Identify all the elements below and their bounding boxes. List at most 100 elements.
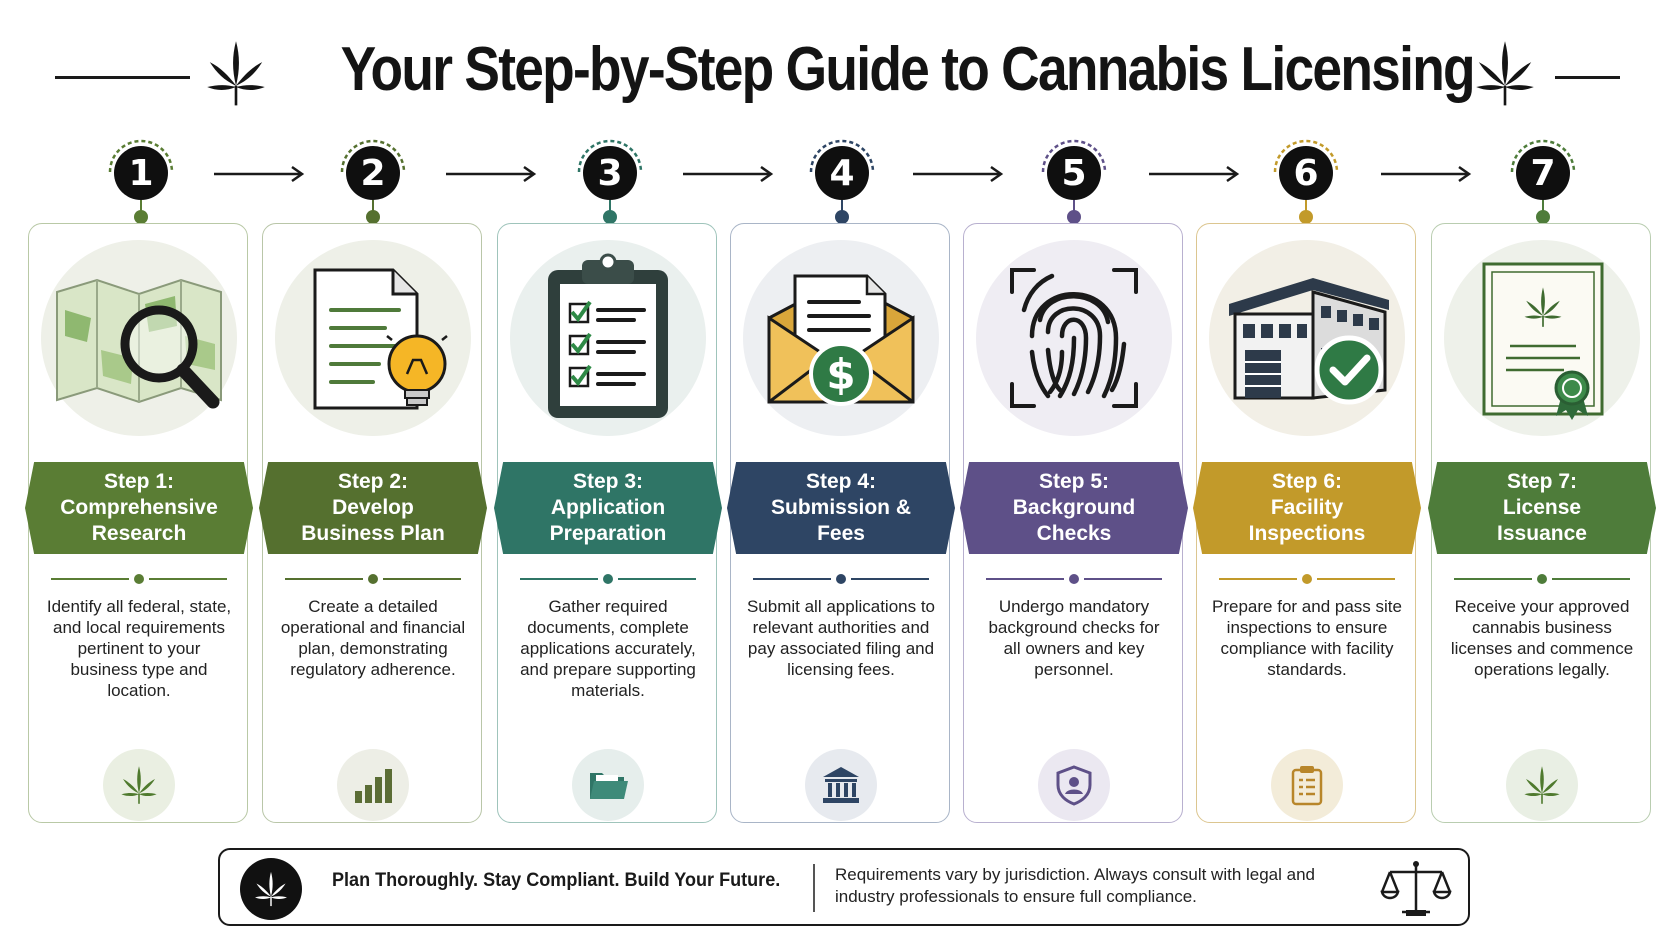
connector-dot [835, 210, 849, 224]
divider [986, 573, 1162, 585]
step-banner-title: Submission & [770, 496, 912, 519]
connector-dot [1067, 210, 1081, 224]
progress-arc-3 [577, 139, 643, 173]
title-rule-left [55, 76, 190, 79]
government-building-icon [805, 749, 877, 821]
step-banner-title: Business Plan [301, 522, 445, 545]
divider [1219, 573, 1395, 585]
cannabis-leaf-icon [207, 41, 265, 106]
progress-arc-4 [809, 139, 875, 173]
connector-dot [1299, 210, 1313, 224]
arrow-right-icon [1149, 165, 1240, 183]
step-card-3: Step 3: Application Preparation Gather r… [494, 223, 722, 823]
step-number-2: 2 [346, 146, 400, 200]
step-card-5: Step 5: Background Checks Undergo mandat… [960, 223, 1188, 823]
step-description: Undergo mandatory background checks for … [988, 597, 1160, 679]
connector-stem [140, 200, 142, 214]
divider [51, 573, 227, 585]
divider [1454, 573, 1630, 585]
step-banner: Step 5: Background Checks [960, 462, 1188, 554]
folder-icon [572, 749, 644, 821]
connector-stem [1542, 200, 1544, 214]
step-banner-title: Checks [1036, 522, 1112, 545]
step-description: Submit all applications to relevant auth… [746, 597, 936, 679]
step-banner: Step 2: Develop Business Plan [259, 462, 487, 554]
step-banner: Step 6: Facility Inspections [1193, 462, 1421, 554]
header: Your Step-by-Step Guide to Cannabis Lice… [0, 22, 1672, 118]
certificate-icon [1444, 240, 1640, 436]
step-description: Receive your approved cannabis business … [1450, 597, 1634, 679]
page-title: Your Step-by-Step Guide to Cannabis Lice… [340, 35, 1476, 104]
footer-disclaimer: Requirements vary by jurisdiction. Alway… [835, 865, 1316, 906]
step-banner-title: Research [91, 522, 187, 545]
map-magnifier-icon [41, 240, 237, 436]
cannabis-leaf-icon [1506, 749, 1578, 821]
step-banner-title: Issuance [1497, 522, 1587, 545]
step-description: Gather required documents, complete appl… [520, 597, 696, 700]
step-banner-title: Develop [332, 496, 414, 519]
step-banner: Step 1: Comprehensive Research [25, 462, 253, 554]
connector-stem [609, 200, 611, 214]
step-number-7: 7 [1516, 146, 1570, 200]
building-check-icon [1209, 240, 1405, 436]
step-banner-label: Step 1: [103, 470, 174, 493]
connector-stem [1305, 200, 1307, 214]
connector-dot [366, 210, 380, 224]
progress-arc-5 [1041, 139, 1107, 173]
step-card-4: $ Step 4: Submission & Fees Submit all a… [727, 223, 955, 823]
scales-of-justice-icon [1380, 861, 1452, 916]
divider [520, 573, 696, 585]
step-description: Identify all federal, state, and local r… [46, 597, 232, 700]
step-card-2: Step 2: Develop Business Plan Create a d… [259, 223, 487, 823]
divider [285, 573, 461, 585]
connector-stem [841, 200, 843, 214]
step-banner-title: Comprehensive [60, 496, 218, 519]
footer-tagline: Plan Thoroughly. Stay Compliant. Build Y… [332, 870, 781, 891]
cannabis-leaf-icon [1476, 41, 1534, 106]
connector-dot [134, 210, 148, 224]
step-banner-title: Preparation [549, 522, 667, 545]
clipboard-checklist-icon [510, 240, 706, 436]
fingerprint-icon [976, 240, 1172, 436]
step-description: Prepare for and pass site inspections to… [1212, 597, 1402, 679]
step-number-3: 3 [583, 146, 637, 200]
progress-arc-6 [1273, 139, 1339, 173]
step-banner: Step 4: Submission & Fees [727, 462, 955, 554]
arrow-right-icon [913, 165, 1004, 183]
step-banner-label: Step 4: [805, 470, 876, 493]
title-rule-right [1555, 76, 1620, 79]
cannabis-leaf-icon [103, 749, 175, 821]
step-number-4: 4 [815, 146, 869, 200]
step-banner-title: Fees [817, 522, 865, 545]
shield-user-icon [1038, 749, 1110, 821]
step-banner: Step 3: Application Preparation [494, 462, 722, 554]
arrow-right-icon [214, 165, 305, 183]
clipboard-icon [1271, 749, 1343, 821]
step-banner-label: Step 5: [1038, 470, 1109, 493]
footer-banner: Plan Thoroughly. Stay Compliant. Build Y… [218, 848, 1470, 926]
step-card-7: Step 7: License Issuance Receive your ap… [1428, 223, 1656, 823]
step-banner-label: Step 7: [1506, 470, 1577, 493]
connector-stem [1073, 200, 1075, 214]
step-number-row: 1 2 3 4 5 6 7 [0, 130, 1672, 230]
step-banner-title: Background [1012, 496, 1136, 519]
arrow-right-icon [683, 165, 774, 183]
step-card-1: Step 1: Comprehensive Research Identify … [25, 223, 253, 823]
step-number-5: 5 [1047, 146, 1101, 200]
step-description: Create a detailed operational and financ… [280, 597, 466, 679]
footer-separator [813, 864, 815, 912]
bar-chart-icon [337, 749, 409, 821]
step-banner: Step 7: License Issuance [1428, 462, 1656, 554]
progress-arc-7 [1510, 139, 1576, 173]
connector-dot [1536, 210, 1550, 224]
arrow-right-icon [446, 165, 537, 183]
step-banner-label: Step 6: [1271, 470, 1342, 493]
step-number-6: 6 [1279, 146, 1333, 200]
step-banner-title: Facility [1270, 496, 1344, 519]
step-banner-label: Step 2: [337, 470, 408, 493]
progress-arc-1 [108, 139, 174, 173]
connector-stem [372, 200, 374, 214]
step-banner-label: Step 3: [572, 470, 643, 493]
progress-arc-2 [340, 139, 406, 173]
step-number-1: 1 [114, 146, 168, 200]
